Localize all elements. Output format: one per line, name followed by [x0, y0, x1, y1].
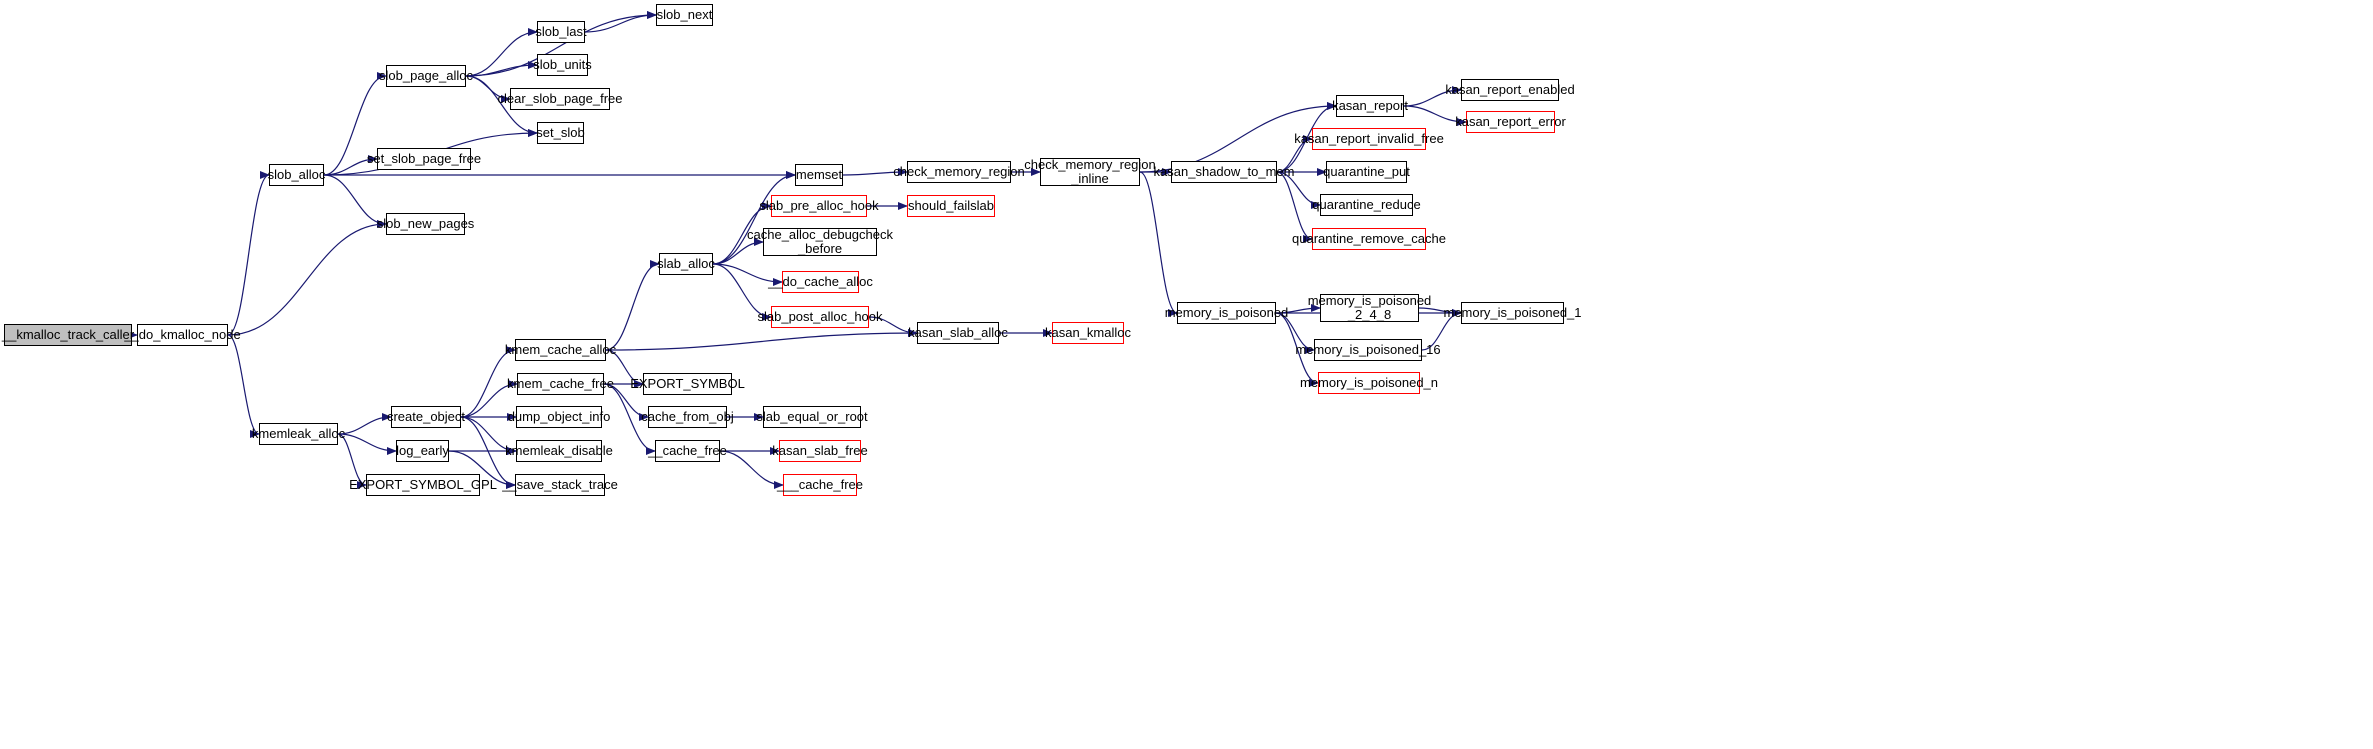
edge-slob-page-alloc-to-slob-units: [465, 61, 538, 77]
edge-slob-alloc-to-slob-page-alloc: [323, 72, 387, 176]
node-should-failslab[interactable]: should_failslab: [907, 195, 995, 217]
node-kasan-report-enabled[interactable]: kasan_report_enabled: [1445, 79, 1575, 101]
edge-kmemleak-alloc-to-log-early: [337, 433, 397, 455]
node-kmalloc-track-caller[interactable]: __kmalloc_track_caller: [2, 324, 134, 346]
node-kasan-slab-alloc[interactable]: kasan_slab_alloc: [908, 322, 1008, 344]
edge-kasan-shadow-to-mem-to-quarantine-reduce: [1276, 171, 1321, 209]
edge-kasan-shadow-to-mem-to-kasan-report-invalid-free: [1276, 135, 1313, 173]
edge-slab-post-alloc-hook-to-kasan-slab-alloc: [868, 316, 918, 337]
edge-do-kmalloc-node-to-slob-new-pages: [227, 220, 387, 336]
edge-kmemleak-alloc-to-create-object: [337, 413, 392, 435]
node-slab-equal-or-root[interactable]: slab_equal_or_root: [756, 406, 868, 428]
node-cache-from-obj[interactable]: cache_from_obj: [641, 406, 734, 428]
node-log-early[interactable]: log_early: [396, 440, 449, 462]
node-slob-last[interactable]: slob_last: [535, 21, 587, 43]
node-set-slob[interactable]: set_slob: [536, 122, 585, 144]
node-create-object[interactable]: create_object: [387, 406, 465, 428]
node-check-memory-region[interactable]: check_memory_region: [893, 161, 1025, 183]
node-kasan-report[interactable]: kasan_report: [1332, 95, 1408, 117]
edge-memory-is-poisoned-to-memory-is-poisoned-n: [1275, 312, 1319, 387]
node-clear-slob-page-free[interactable]: clear_slob_page_free: [497, 88, 623, 110]
node-do-cache-alloc[interactable]: __do_cache_alloc: [768, 271, 873, 293]
edge-kmemleak-alloc-to-EXPORT-SYMBOL-GPL: [337, 433, 367, 489]
node-kmemleak-alloc[interactable]: kmemleak_alloc: [252, 423, 345, 445]
edge-kasan-report-to-kasan-report-error: [1403, 105, 1467, 126]
edge-slob-page-alloc-to-slob-last: [465, 28, 538, 77]
node-slob-new-pages[interactable]: slob_new_pages: [377, 213, 474, 235]
node-slab-pre-alloc-hook[interactable]: slab_pre_alloc_hook: [759, 195, 879, 217]
node-kasan-shadow-to-mem[interactable]: kasan_shadow_to_mem: [1154, 161, 1294, 183]
edge-kmem-cache-alloc-to-kasan-slab-alloc: [605, 329, 918, 351]
edge-slob-page-alloc-to-slob-next: [465, 11, 657, 77]
edge-do-kmalloc-node-to-kmemleak-alloc: [227, 334, 260, 438]
node-memory-is-poisoned-1[interactable]: memory_is_poisoned_1: [1443, 302, 1582, 324]
node-EXPORT-SYMBOL[interactable]: EXPORT_SYMBOL: [630, 373, 745, 395]
edge-slab-alloc-to-do-cache-alloc: [712, 263, 783, 286]
node-kasan-report-error[interactable]: kasan_report_error: [1455, 111, 1566, 133]
node-slob-alloc[interactable]: slob_alloc: [268, 164, 325, 186]
edge-kmem-cache-free-to-cache-free: [603, 383, 656, 455]
node-memory-is-poisoned-2-4-8[interactable]: memory_is_poisoned _2_4_8: [1307, 293, 1432, 322]
node-cache-free[interactable]: __cache_free: [648, 440, 727, 462]
edge-slab-alloc-to-slab-pre-alloc-hook: [712, 202, 772, 265]
edge-memory-is-poisoned-16-to-memory-is-poisoned-1: [1421, 309, 1462, 351]
edge-slab-alloc-to-cache-alloc-debugcheck-before: [712, 238, 764, 265]
node-kasan-kmalloc[interactable]: kasan_kmalloc: [1045, 322, 1131, 344]
node-check-memory-region-inline[interactable]: check_memory_region _inline: [1024, 157, 1156, 186]
node-memory-is-poisoned[interactable]: memory_is_poisoned: [1165, 302, 1288, 324]
node-kmem-cache-free[interactable]: kmem_cache_free: [507, 373, 614, 395]
node-save-stack-trace[interactable]: __save_stack_trace: [502, 474, 618, 496]
node-memset[interactable]: memset: [795, 164, 843, 186]
edge-kasan-report-to-kasan-report-enabled: [1403, 86, 1462, 107]
node-kmem-cache-alloc[interactable]: kmem_cache_alloc: [505, 339, 616, 361]
node-kasan-slab-free[interactable]: kasan_slab_free: [772, 440, 868, 462]
node-EXPORT-SYMBOL-GPL[interactable]: EXPORT_SYMBOL_GPL: [349, 474, 497, 496]
node-quarantine-remove-cache[interactable]: quarantine_remove_cache: [1292, 228, 1446, 250]
node-slob-units[interactable]: slob_units: [533, 54, 592, 76]
node-slob-next[interactable]: slob_next: [656, 4, 713, 26]
edge-kasan-shadow-to-mem-to-quarantine-remove-cache: [1276, 171, 1313, 243]
node-memory-is-poisoned-n[interactable]: memory_is_poisoned_n: [1300, 372, 1438, 394]
node-slab-alloc[interactable]: slab_alloc: [657, 253, 715, 275]
node-kasan-report-invalid-free[interactable]: kasan_report_invalid_free: [1294, 128, 1444, 150]
node-do-kmalloc-node[interactable]: __do_kmalloc_node: [124, 324, 241, 346]
node-quarantine-put[interactable]: quarantine_put: [1323, 161, 1410, 183]
edge-memset-to-check-memory-region: [842, 168, 908, 177]
edge-slob-last-to-slob-next: [584, 11, 657, 33]
edge-create-object-to-kmem-cache-alloc: [460, 346, 516, 418]
edge-create-object-to-kmem-cache-free: [460, 380, 518, 418]
node-dump-object-info[interactable]: dump_object_info: [508, 406, 610, 428]
node-kmemleak-disable[interactable]: kmemleak_disable: [505, 440, 613, 462]
edge-slab-alloc-to-memset: [712, 171, 796, 265]
edge-log-early-to-save-stack-trace: [448, 450, 516, 489]
edge-do-kmalloc-node-to-slob-alloc: [227, 171, 270, 336]
node-cache-alloc-debugcheck-before[interactable]: cache_alloc_debugcheck _before: [747, 227, 893, 256]
node-memory-is-poisoned-16[interactable]: memory_is_poisoned_16: [1295, 339, 1441, 361]
edge-cache-free-to-cache-free: [719, 450, 784, 489]
node-slab-post-alloc-hook[interactable]: slab_post_alloc_hook: [757, 306, 883, 328]
node-quarantine-reduce[interactable]: quarantine_reduce: [1312, 194, 1421, 216]
node-set-slob-page-free[interactable]: set_slob_page_free: [367, 148, 481, 170]
edge-kmem-cache-alloc-to-slab-alloc: [605, 260, 660, 351]
node-slob-page-alloc[interactable]: slob_page_alloc: [379, 65, 473, 87]
edge-check-memory-region-inline-to-memory-is-poisoned: [1139, 171, 1178, 317]
edge-slob-page-alloc-to-set-slob: [465, 75, 538, 137]
edge-slab-alloc-to-slab-post-alloc-hook: [712, 263, 772, 321]
edge-slob-alloc-to-slob-new-pages: [323, 174, 387, 228]
node-cache-free[interactable]: ___cache_free: [777, 474, 863, 496]
